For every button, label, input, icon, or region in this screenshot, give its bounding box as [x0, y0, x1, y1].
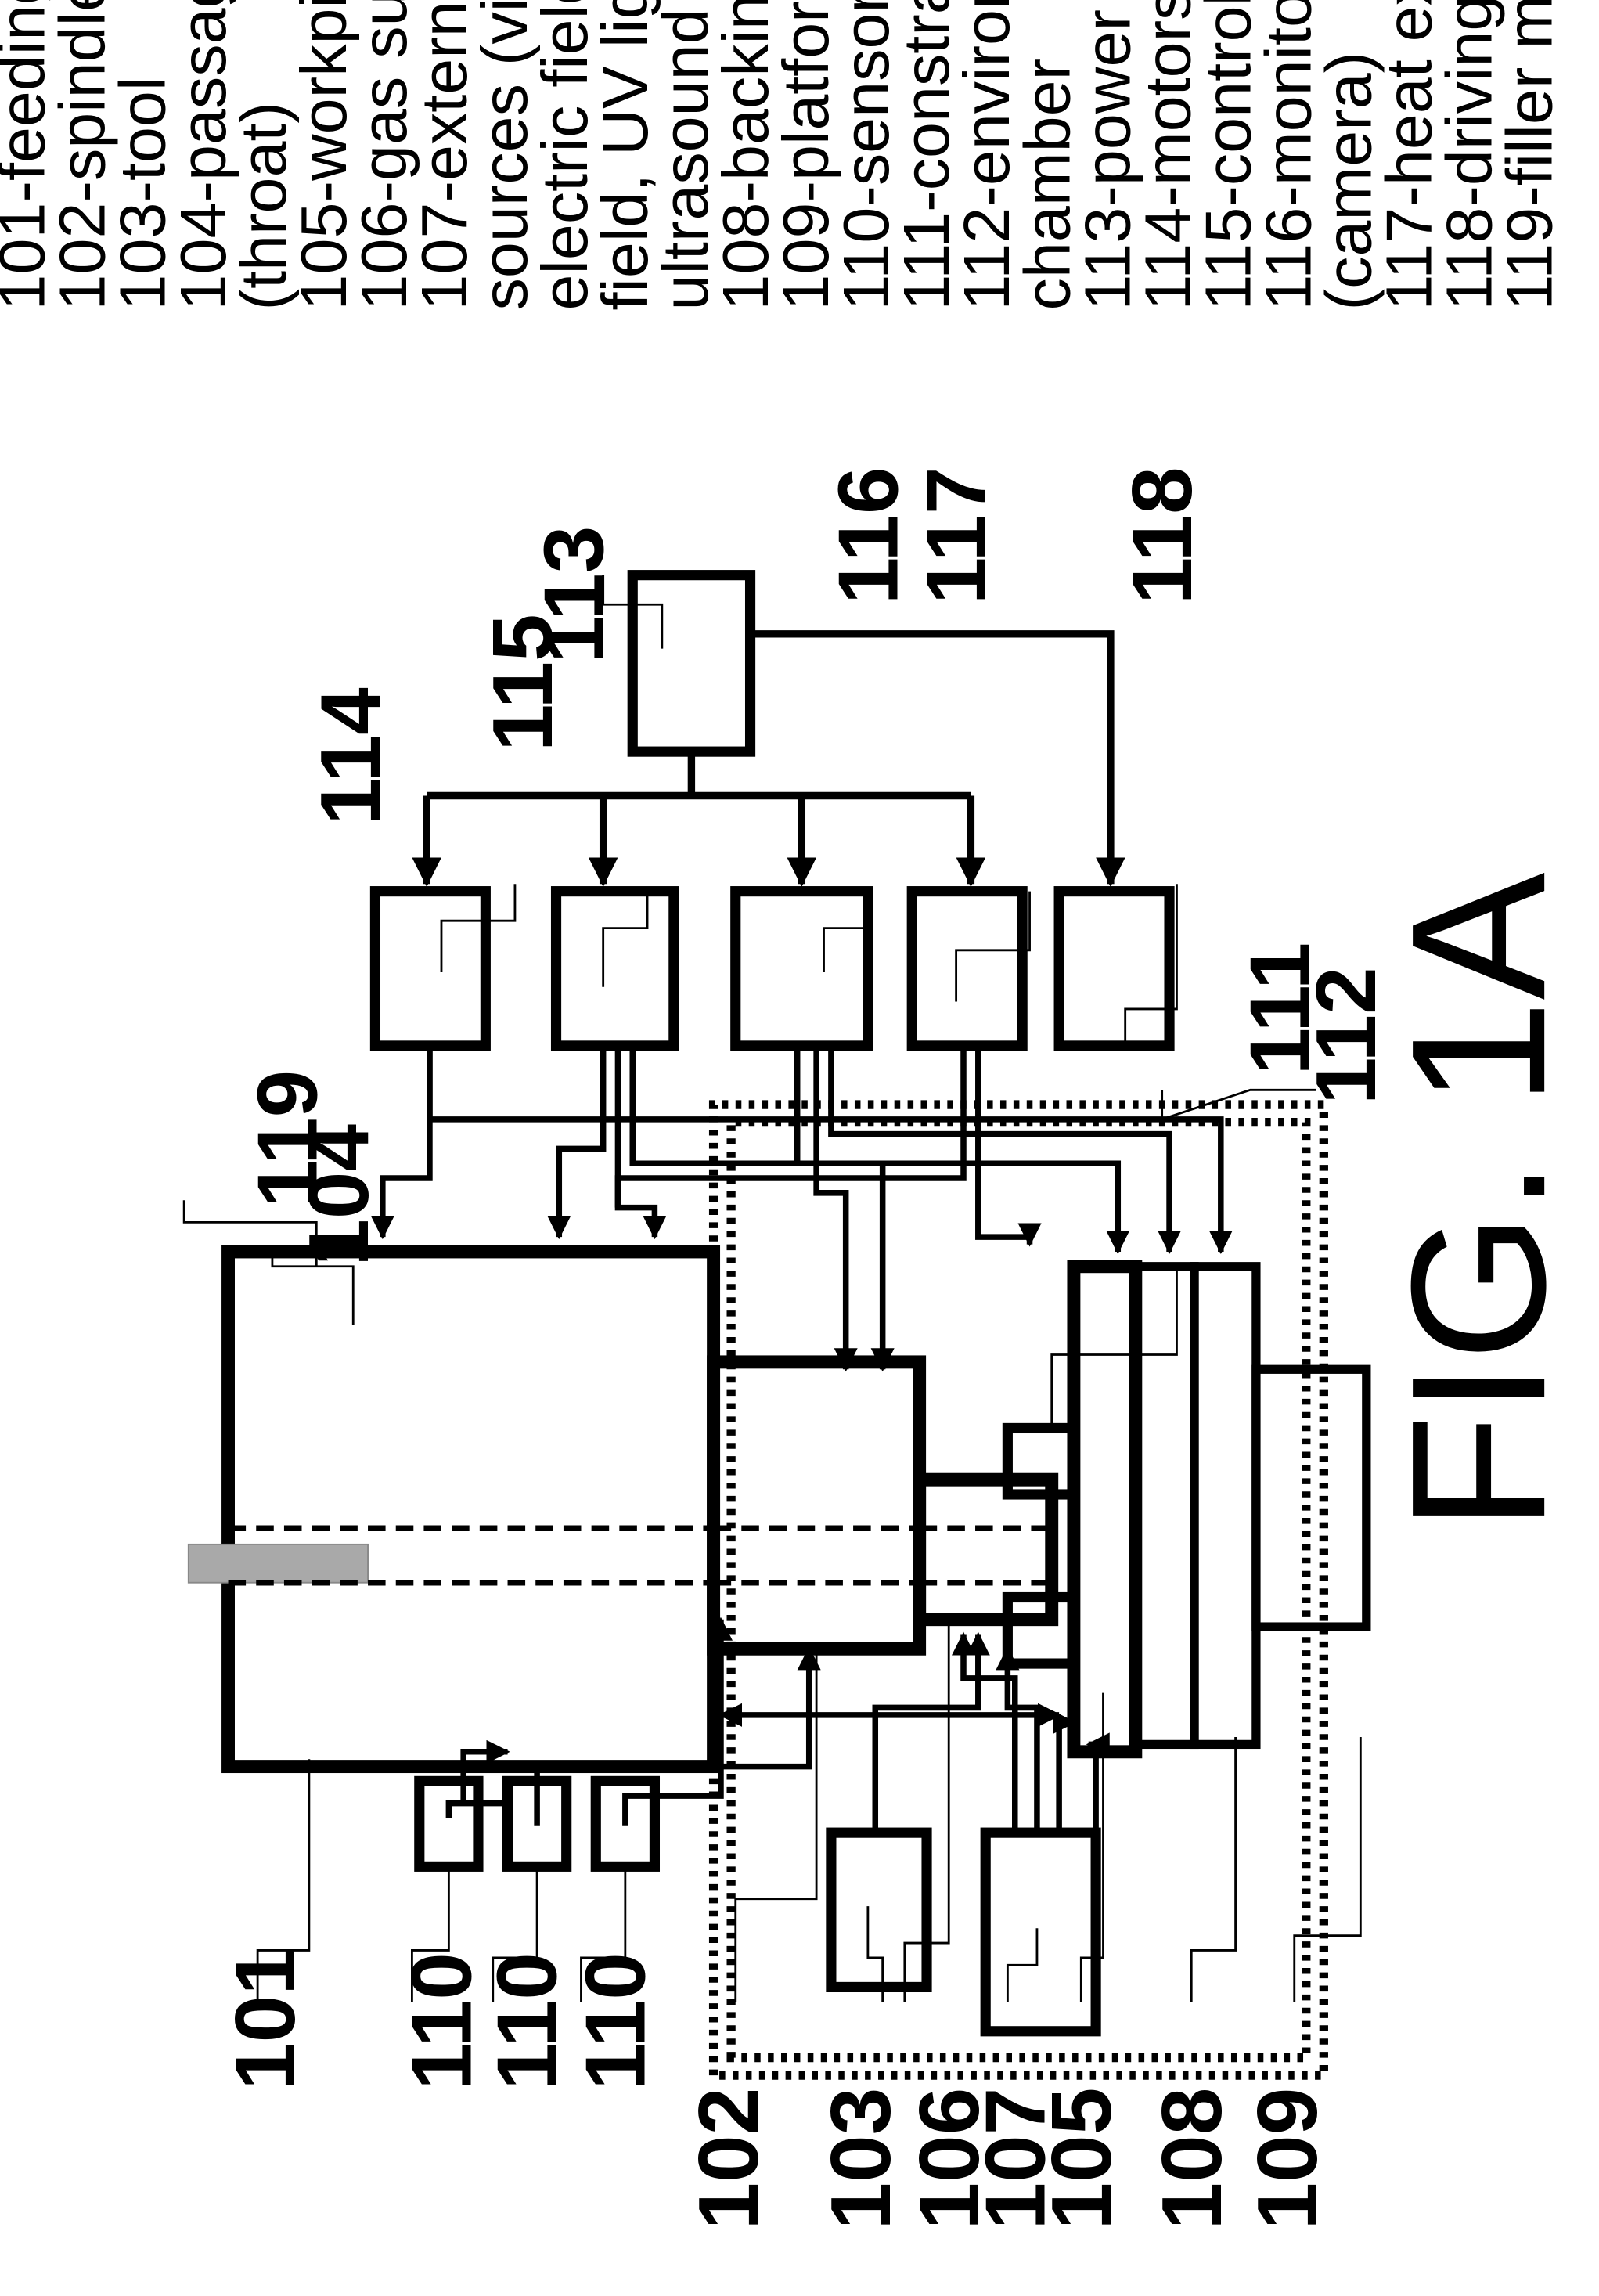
ref-108: 108 — [1144, 2088, 1240, 2230]
backing-plate-layer — [1136, 1267, 1194, 1745]
ref-109: 109 — [1240, 2088, 1335, 2230]
control-units-box — [556, 892, 674, 1046]
ref-110-a: 110 — [394, 1952, 490, 2090]
constraint-block — [1007, 1598, 1074, 1664]
ref-102: 102 — [681, 2088, 776, 2230]
signal-lines — [383, 1046, 1221, 1369]
ref-103: 103 — [813, 2088, 909, 2230]
platform-layer — [1194, 1267, 1256, 1745]
spindle-box — [714, 1362, 920, 1649]
gas-supply-box — [831, 1833, 927, 1987]
driving-units-box — [1059, 892, 1169, 1046]
heat-exchangers-box — [912, 892, 1022, 1046]
ref-110-b: 110 — [480, 1952, 575, 2090]
legend: 101-feeding unit 102-spindle 103-tool 10… — [0, 0, 1566, 310]
feeding-unit-box — [229, 1252, 714, 1767]
environmental-chamber-outer — [714, 1105, 1324, 2075]
ref-117: 117 — [909, 467, 1004, 604]
workpiece-layer — [1074, 1267, 1136, 1752]
external-energy-box — [985, 1833, 1096, 2031]
ref-114: 114 — [303, 687, 398, 825]
ref-113: 113 — [527, 526, 622, 664]
monitoring-units-box — [736, 892, 868, 1046]
ref-118: 118 — [1115, 467, 1210, 604]
figure-caption: FIG. 1A — [1371, 872, 1585, 1531]
rotated-drawing: 101-feeding unit 102-spindle 103-tool 10… — [0, 0, 1585, 2229]
filler-material — [189, 1544, 368, 1583]
ref-105: 105 — [1034, 2088, 1129, 2230]
ref-116: 116 — [820, 467, 916, 604]
power-supply-box — [632, 575, 750, 752]
legend-line: 119-filler material — [1493, 0, 1566, 310]
ref-101: 101 — [218, 1948, 313, 2090]
ref-110-c: 110 — [567, 1952, 663, 2090]
sensor-box-1 — [420, 1781, 478, 1866]
ref-104: 104 — [291, 1124, 387, 1267]
motors-box — [375, 892, 485, 1046]
platform-base — [1256, 1369, 1367, 1627]
